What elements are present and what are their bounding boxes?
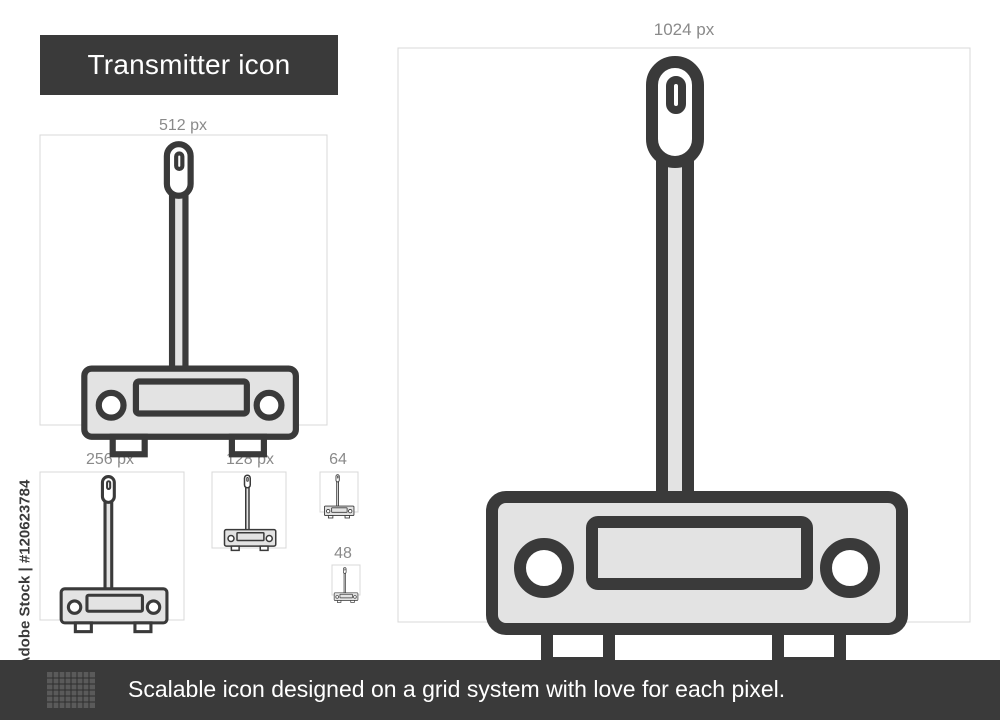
footer-tagline: Scalable icon designed on a grid system … bbox=[128, 676, 786, 702]
pixel-grid-icon bbox=[47, 672, 95, 708]
size-label-1024: 1024 px bbox=[654, 20, 715, 39]
size-label-48: 48 bbox=[334, 545, 352, 562]
stock-id-watermark: Adobe Stock | #120623784 bbox=[16, 479, 34, 668]
footer-bar bbox=[0, 660, 1000, 720]
transmitter-icon-512 bbox=[84, 144, 296, 454]
transmitter-icon-48 bbox=[333, 567, 359, 603]
transmitter-icon-128 bbox=[223, 474, 277, 552]
page-title: Transmitter icon bbox=[87, 49, 291, 80]
transmitter-icon-64 bbox=[324, 474, 355, 519]
transmitter-icon-256 bbox=[59, 475, 169, 634]
title-banner: Transmitter icon bbox=[40, 35, 338, 95]
size-label-64: 64 bbox=[329, 451, 347, 468]
transmitter-icon-1024 bbox=[492, 62, 902, 663]
size-label-512: 512 px bbox=[159, 117, 207, 134]
